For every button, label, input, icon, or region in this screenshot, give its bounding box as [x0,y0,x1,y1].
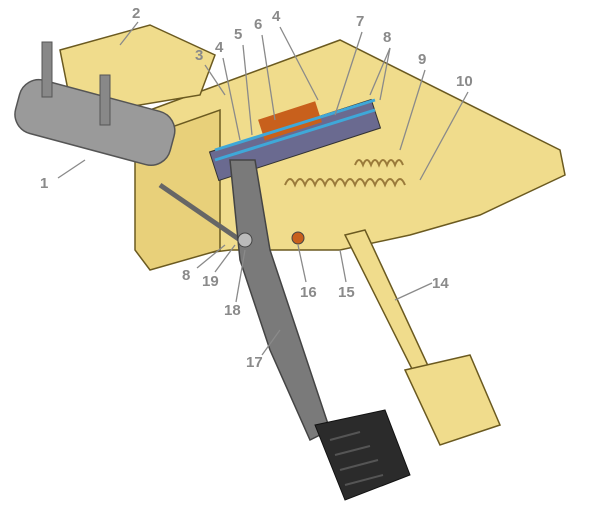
label-8a: 8 [383,29,392,46]
label-15: 15 [338,284,355,301]
label-4b: 4 [272,8,281,25]
label-8b: 8 [182,267,191,284]
clutch-pedal-pad [403,354,502,446]
label-16: 16 [300,284,317,301]
label-10: 10 [456,73,473,90]
stoplight-switch [291,231,305,245]
label-5: 5 [234,26,243,43]
spring-main [284,178,406,188]
inlet-pipe-1 [41,41,53,98]
spring-return [354,159,404,168]
brake-pad-tread [329,431,384,486]
label-17: 17 [246,354,263,371]
label-6: 6 [254,16,263,33]
pedal-pivot [237,232,253,248]
label-1: 1 [40,175,49,192]
blue-stripe-1 [214,98,376,152]
label-4a: 4 [215,39,224,56]
leader-lines [57,21,469,356]
label-3: 3 [195,47,204,64]
clutch-pedal-arm [343,229,432,376]
label-14: 14 [432,275,449,292]
inlet-pipe-2 [99,74,111,126]
blue-stripe-2 [214,108,376,162]
label-2: 2 [132,5,141,22]
brake-pedal-pad [314,409,411,501]
label-7: 7 [356,13,365,30]
pushrod [158,182,242,243]
label-19: 19 [202,273,219,290]
label-18: 18 [224,302,241,319]
label-9: 9 [418,51,427,68]
